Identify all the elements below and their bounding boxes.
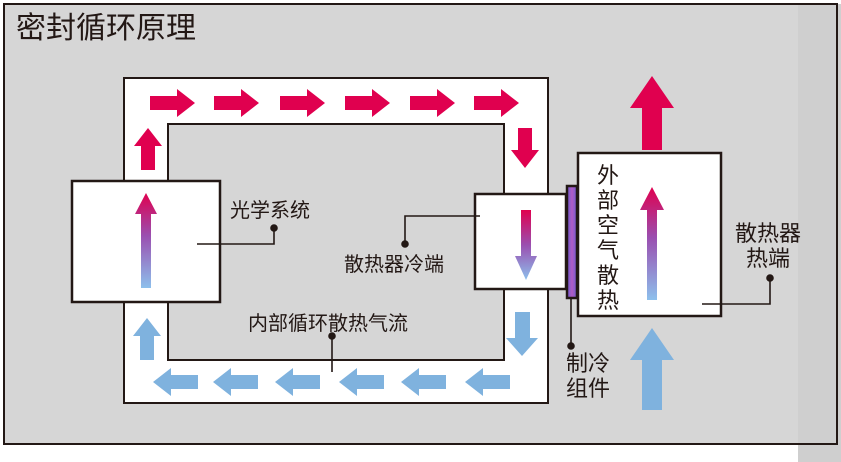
- cold-end-box: [473, 192, 568, 291]
- arrow-cold-icon: [133, 312, 674, 410]
- optical-system-label: 光学系统: [230, 198, 310, 222]
- page-title: 密封循环原理: [16, 11, 196, 46]
- leader-lines: [197, 215, 774, 372]
- arrow-gradient-icon: [135, 187, 664, 300]
- arrow-hot-icon: [134, 76, 674, 170]
- duct-inner: [167, 123, 505, 361]
- external-air-label: 外部空气散热: [596, 164, 619, 314]
- cooling-component-label: 制冷组件: [565, 352, 610, 402]
- peltier-element: [565, 184, 579, 300]
- edge-strip: [798, 4, 841, 462]
- heatsink-cold-end-label: 散热器冷端: [344, 252, 444, 276]
- heatsink-hot-end-label: 散热器热端: [734, 222, 801, 272]
- internal-airflow-label: 内部循环散热气流: [248, 311, 408, 335]
